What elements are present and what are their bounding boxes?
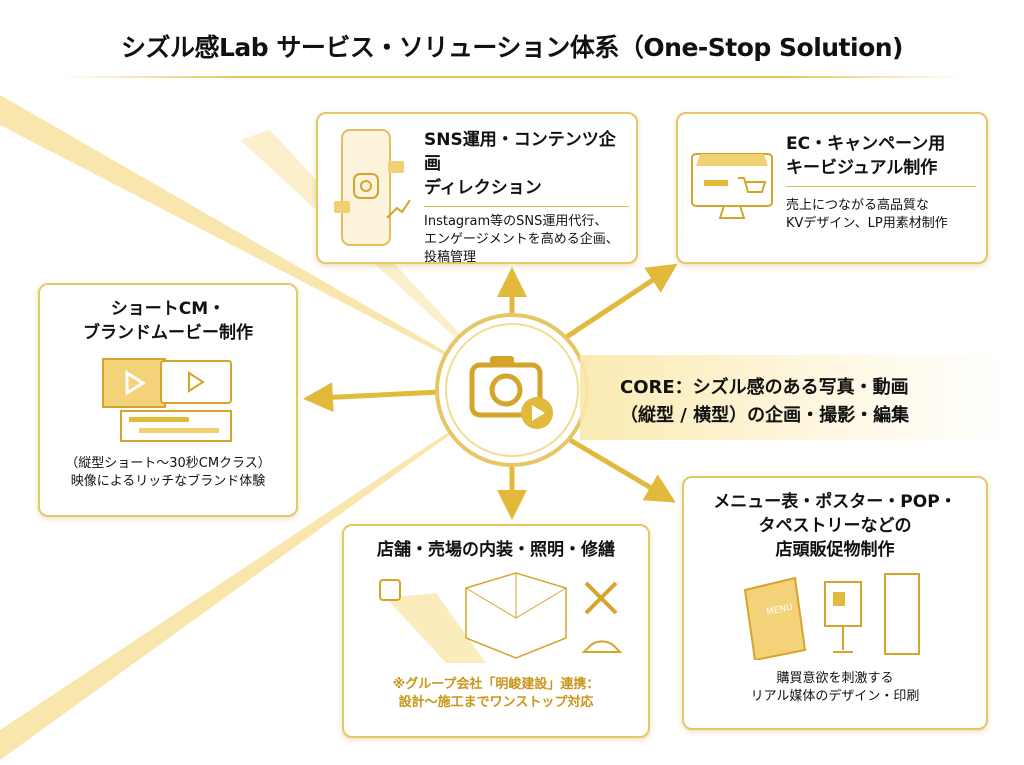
core-line2: （縦型 / 横型）の企画・撮影・編集 — [620, 405, 910, 426]
sns-desc3: 投稿管理 — [424, 250, 477, 265]
cm-desc2: 映像によるリッチなブランド体験 — [70, 474, 266, 489]
tapestry-icon — [884, 573, 920, 655]
store-title: 店舗・売場の内装・照明・修繕 — [377, 540, 615, 560]
core-circle — [435, 313, 589, 467]
core-band: CORE：シズル感のある写真・動画 （縦型 / 横型）の企画・撮影・編集 — [580, 355, 1010, 440]
store-note1: ※グループ会社「明峻建設」連携： — [392, 677, 600, 692]
ec-title2: キービジュアル制作 — [786, 158, 938, 178]
title-divider — [60, 76, 964, 78]
video-editing-icon — [102, 358, 232, 442]
store-card: 店舗・売場の内装・照明・修繕 ※グループ会社「明峻建設」連携： 設計〜施工までワ… — [342, 524, 650, 738]
print-media-icons: MENU — [743, 573, 920, 660]
smartphone-instagram-icon — [334, 129, 411, 246]
short-cm-card: ショートCM・ ブランドムービー制作 （縦型ショート〜30秒CMクラス） 映像に… — [38, 283, 298, 517]
menu-title2: タペストリーなどの — [758, 516, 912, 536]
ec-desc2: KVデザイン、LP用素材制作 — [786, 216, 948, 231]
spotlight-beam — [386, 593, 486, 663]
ec-card: EC・キャンペーン用 キービジュアル制作 売上につながる高品質な KVデザイン、… — [676, 112, 988, 264]
page-title: シズル感Lab サービス・ソリューション体系（One-Stop Solution… — [121, 33, 903, 62]
store-interior-icons — [379, 572, 623, 663]
sns-card: SNS運用・コンテンツ企画 ディレクション Instagram等のSNS運用代行… — [316, 112, 638, 265]
sns-desc2: エンゲージメントを高める企画、 — [424, 232, 619, 247]
core-line1: CORE：シズル感のある写真・動画 — [620, 377, 909, 398]
menu-title3: 店頭販促物制作 — [775, 540, 895, 560]
spotlight-icon — [379, 579, 401, 601]
helmet-icon — [581, 640, 623, 653]
menu-book-icon — [743, 576, 807, 660]
sns-title2: ディレクション — [424, 178, 542, 198]
ec-monitor-cart-icon — [691, 153, 773, 219]
tools-icon — [584, 581, 618, 615]
cm-desc1: （縦型ショート〜30秒CMクラス） — [65, 456, 271, 471]
camera-icon — [469, 356, 553, 429]
menu-card: メニュー表・ポスター・POP・ タペストリーなどの 店頭販促物制作 MENU 購… — [682, 476, 988, 730]
sns-title1: SNS運用・コンテンツ企画 — [424, 130, 616, 174]
menu-title1: メニュー表・ポスター・POP・ — [713, 492, 957, 512]
store-note2: 設計〜施工までワンストップ対応 — [398, 695, 594, 710]
ec-title1: EC・キャンペーン用 — [786, 134, 946, 154]
menu-desc1: 購買意欲を刺激する — [776, 671, 894, 686]
sns-desc1: Instagram等のSNS運用代行、 — [424, 214, 608, 229]
cm-title1: ショートCM・ — [110, 299, 226, 319]
menu-desc2: リアル媒体のデザイン・印刷 — [750, 689, 920, 704]
ec-desc1: 売上につながる高品質な — [786, 198, 930, 213]
cm-title2: ブランドムービー制作 — [83, 323, 253, 343]
